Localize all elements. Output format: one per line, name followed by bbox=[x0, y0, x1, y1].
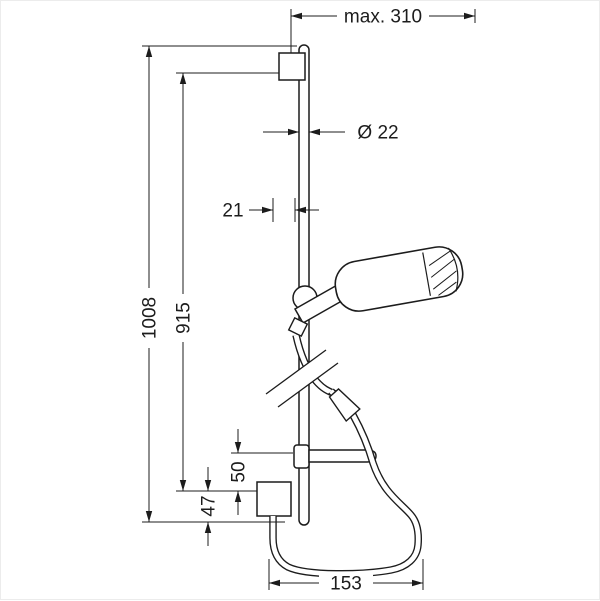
break-marks bbox=[265, 349, 339, 408]
arrowhead-up bbox=[234, 491, 242, 502]
arrowhead-down bbox=[145, 511, 153, 522]
handle-nut bbox=[287, 316, 309, 338]
break-gap bbox=[266, 350, 338, 407]
dim-overall-height-label: 1008 bbox=[140, 297, 161, 339]
hand-shower bbox=[287, 246, 464, 338]
break-line-upper bbox=[265, 349, 327, 395]
bracket-square bbox=[278, 52, 306, 81]
dim-bar-height: 915 bbox=[172, 72, 279, 492]
hose-loop-core bbox=[270, 389, 421, 577]
wall-outlet bbox=[256, 481, 292, 517]
arrowhead-left bbox=[295, 206, 306, 214]
dim-holder-height-label: 50 bbox=[229, 461, 250, 482]
dim-lower-offset: 47 bbox=[199, 467, 220, 546]
arrowhead-right bbox=[464, 12, 475, 20]
dim-overall-height: 1008 bbox=[138, 45, 297, 523]
dim-lower-offset-label: 47 bbox=[199, 495, 220, 516]
arrowhead-left bbox=[309, 128, 320, 136]
arrowhead-right bbox=[412, 579, 423, 587]
arrowhead-right bbox=[262, 206, 273, 214]
dim-max-width: max. 310 bbox=[290, 5, 476, 53]
dim-hose-loop-label: 153 bbox=[330, 574, 362, 595]
arrowhead-right bbox=[288, 128, 299, 136]
soap-dish bbox=[293, 444, 377, 469]
dim-bar-height-label: 915 bbox=[174, 302, 195, 334]
dim-diameter-label: Ø 22 bbox=[357, 123, 398, 144]
rail-bar bbox=[298, 44, 310, 526]
dish-clamp bbox=[293, 444, 310, 469]
handshower-head bbox=[334, 246, 464, 312]
arrowhead-left bbox=[291, 12, 302, 20]
arrowhead-down bbox=[179, 480, 187, 491]
dim-rail-diameter: Ø 22 bbox=[263, 123, 399, 144]
arrowhead-down bbox=[204, 480, 212, 491]
hose-conical-nut bbox=[328, 388, 361, 423]
arrowhead-up bbox=[204, 522, 212, 533]
shower-hose bbox=[269, 334, 422, 578]
hose-upper-core bbox=[293, 334, 336, 397]
spray-face-line bbox=[422, 252, 431, 296]
label-backing bbox=[319, 572, 373, 593]
label-backing bbox=[172, 294, 194, 342]
label-backing bbox=[138, 288, 160, 348]
arrowhead-left bbox=[269, 579, 280, 587]
label-backing bbox=[337, 5, 429, 26]
arrowhead-up bbox=[145, 46, 153, 57]
outlet-square bbox=[256, 481, 292, 517]
dim-offset-label: 21 bbox=[222, 201, 243, 222]
dim-hose-loop-width: 153 bbox=[268, 559, 424, 595]
break-line-lower bbox=[277, 362, 339, 408]
arrowhead-down bbox=[234, 442, 242, 453]
dim-max-width-label: max. 310 bbox=[344, 7, 422, 28]
shower-rail bbox=[298, 44, 310, 526]
dim-offset-21: 21 bbox=[222, 198, 319, 222]
arrowhead-up bbox=[179, 73, 187, 84]
spray-face-hatch bbox=[428, 250, 457, 296]
dim-holder-height: 50 bbox=[229, 429, 293, 515]
wall-bracket-top bbox=[278, 52, 306, 81]
